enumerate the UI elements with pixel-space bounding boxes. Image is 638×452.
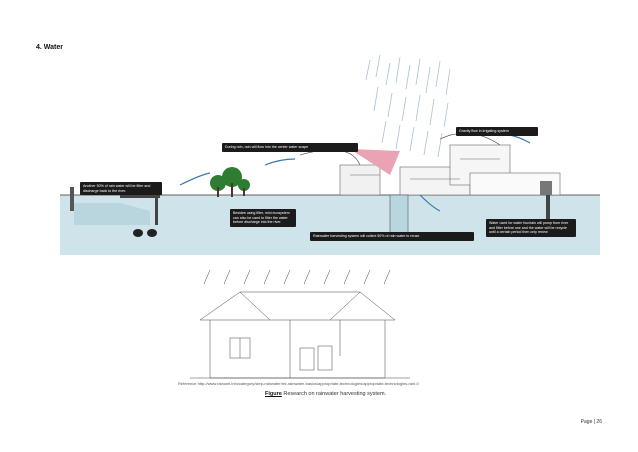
section-heading: 4. Water	[36, 44, 63, 51]
rain-streaks	[365, 55, 451, 158]
reference-text: Reference http://www.rainumi.info/catego…	[178, 381, 419, 386]
figure-label: Figure	[265, 391, 282, 397]
figure-caption: Figure Research on rainwater harvesting …	[265, 391, 386, 397]
figure-caption-text: Research on rainwater harvesting system.	[281, 391, 387, 397]
callout-fountain: Water used for water fountain will pump …	[486, 219, 576, 237]
callout-gravity-flow: Gravity flow in irrigating system	[456, 127, 538, 136]
callout-during-rain: During rain, rain will flow into the cen…	[222, 143, 358, 152]
callout-harvest: Rainwater harvesting system will collect…	[310, 232, 474, 241]
callout-filter-half: Another 50% of rain water will be filter…	[80, 182, 162, 196]
building	[299, 132, 561, 196]
trees	[210, 167, 250, 197]
page-number: Page | 26	[580, 419, 602, 425]
callout-ecosystem: Besides using filter, mini ecosystem can…	[230, 209, 296, 227]
house-harvesting-drawing	[190, 269, 410, 379]
